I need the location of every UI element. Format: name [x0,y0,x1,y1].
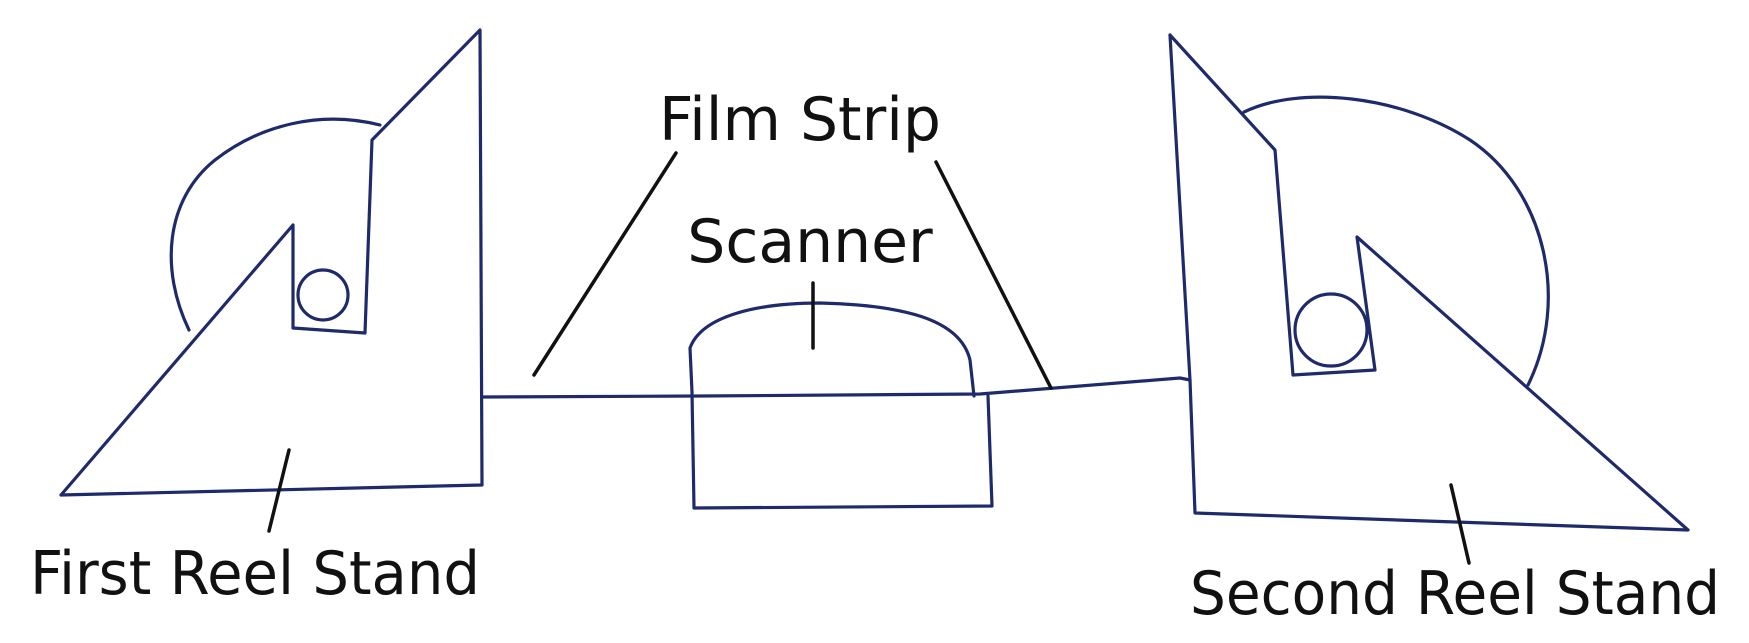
second-reel-disc [1242,95,1550,387]
scanner-device [688,301,994,510]
film-strip-leader-right [934,160,1053,390]
film-strip-line [480,376,1192,399]
second-reel-stand-leader [1449,483,1471,565]
scanner-body [690,390,994,510]
first-reel-stand-label: First Reel Stand [30,539,480,609]
film-strip-label: Film Strip [659,85,941,155]
scanner-label: Scanner [687,207,933,277]
second-reel-stand-frame [1168,33,1690,532]
film-strip-leader-left [532,151,678,377]
second-reel-spindle [1293,292,1369,368]
first-reel-disc [169,117,382,332]
first-reel-stand-frame [59,28,484,497]
first-reel-spindle [296,268,350,322]
second-reel-stand-label: Second Reel Stand [1190,559,1720,629]
first-reel-stand [59,28,484,497]
second-reel-stand [1168,33,1690,532]
first-reel-stand-leader [267,448,291,533]
scanner-dome [688,301,976,398]
